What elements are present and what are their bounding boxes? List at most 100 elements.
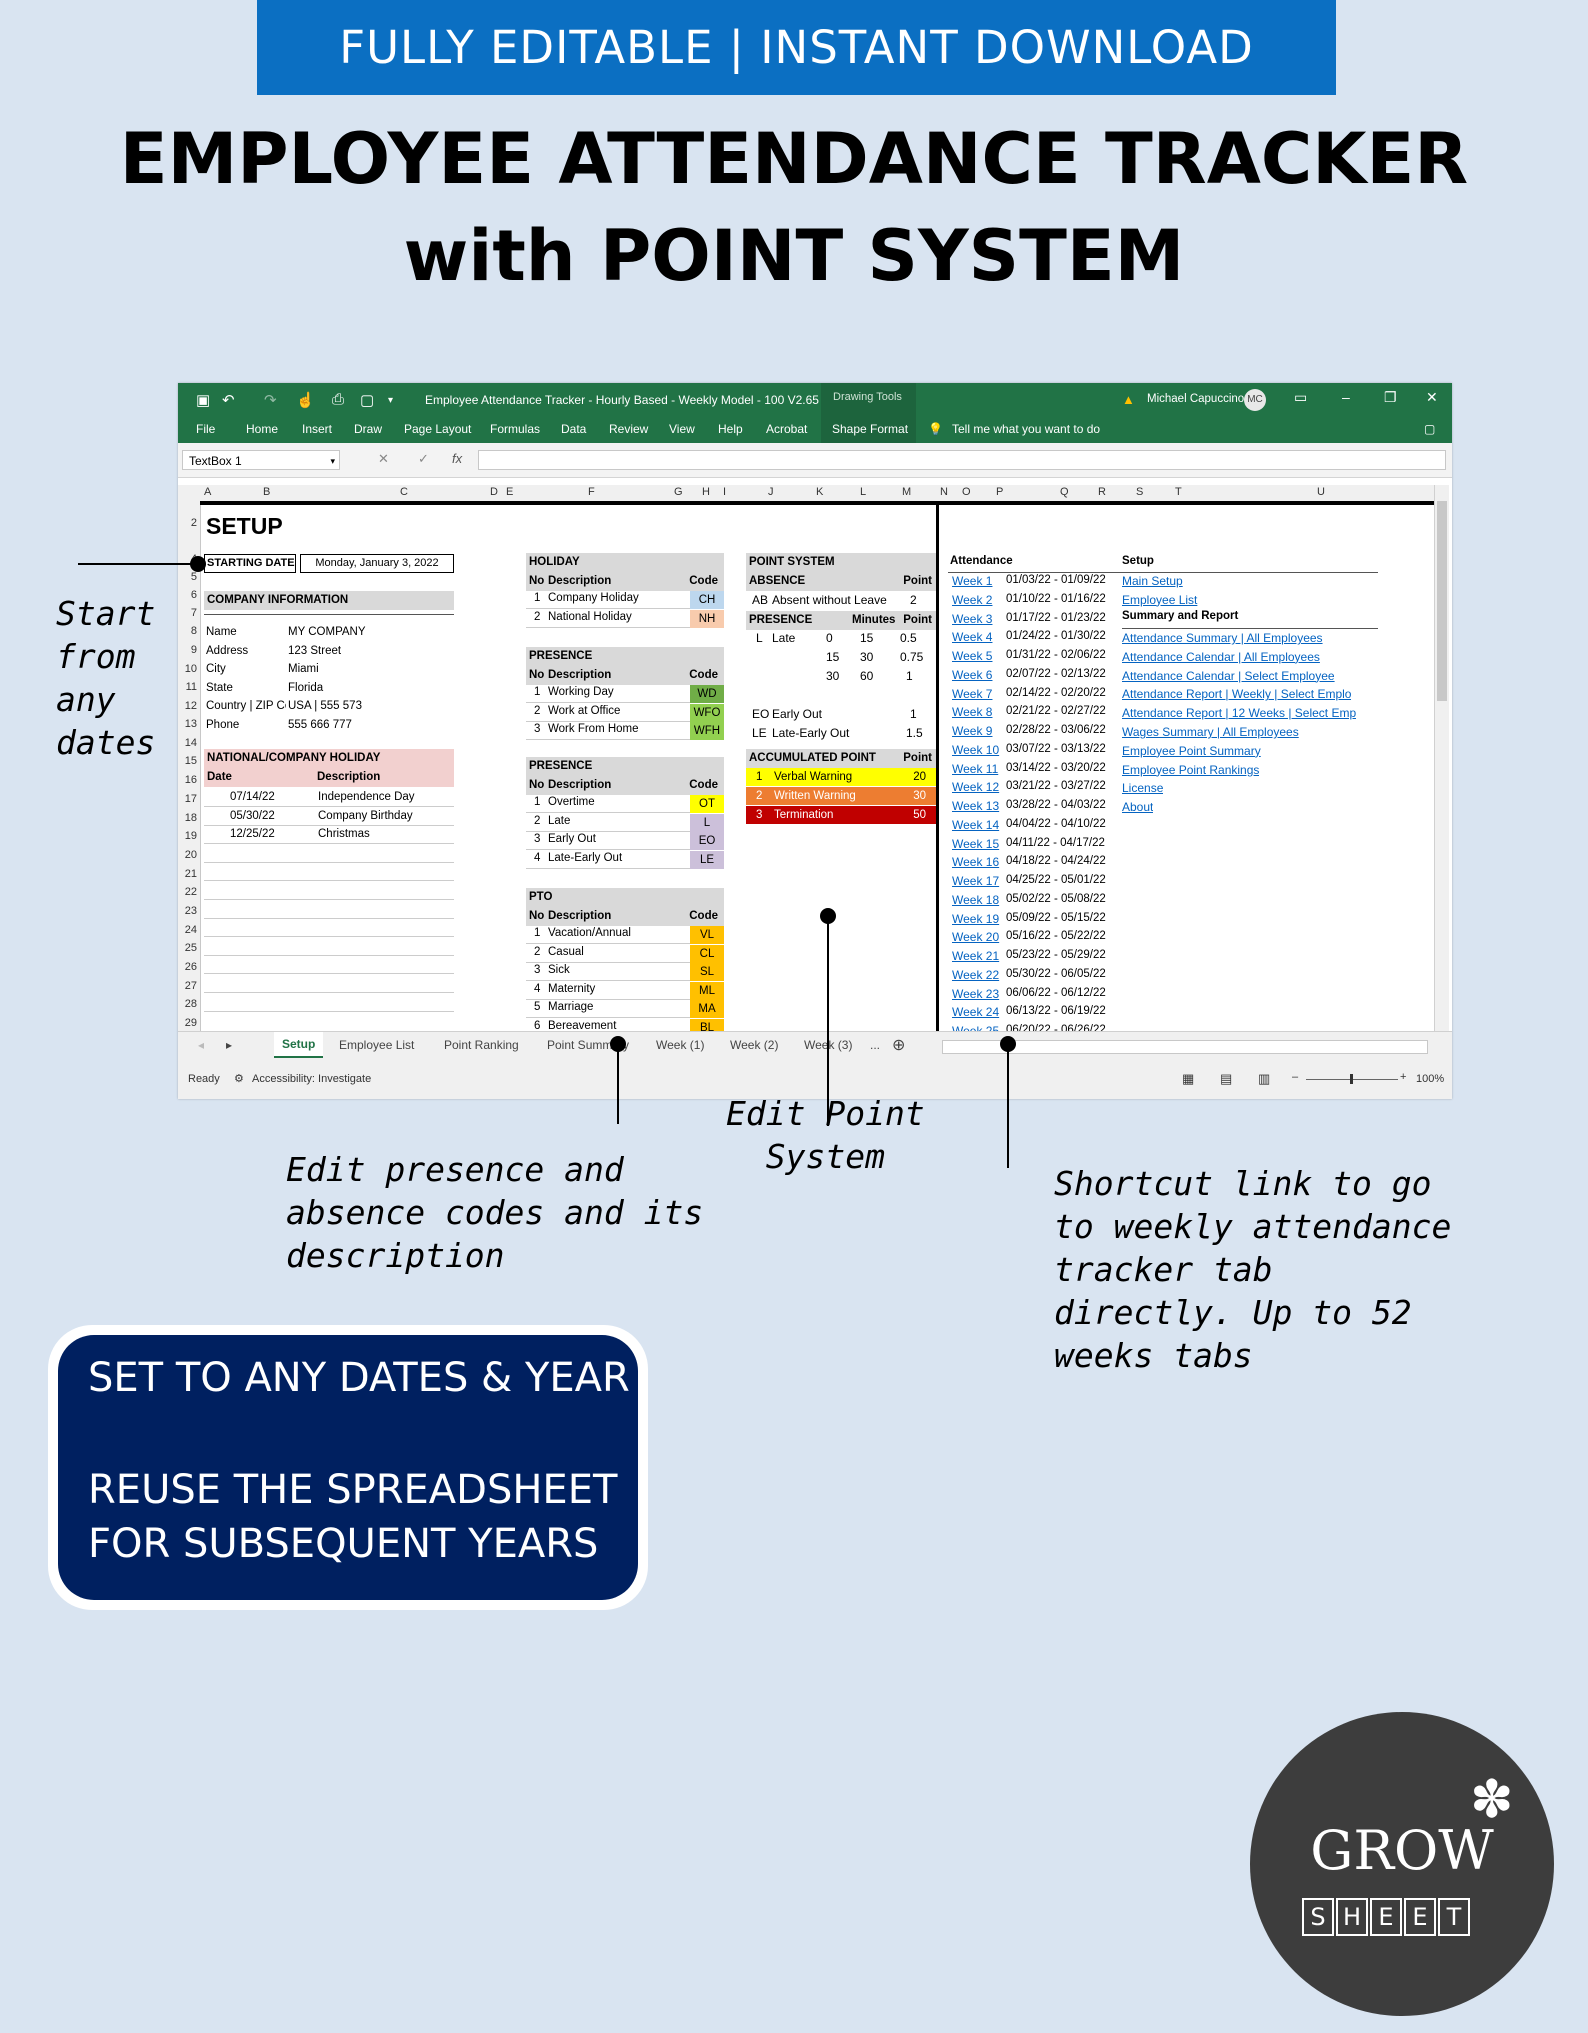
summary-link[interactable]: Attendance Calendar | Select Employee [1122, 668, 1335, 683]
zoom-slider-handle[interactable] [1350, 1074, 1353, 1084]
code-badge[interactable]: L [690, 813, 724, 832]
menu-review[interactable]: Review [609, 422, 649, 436]
national-holiday-description[interactable]: Christmas [318, 828, 370, 841]
more-tabs[interactable]: ... [870, 1038, 881, 1052]
absence-description[interactable]: Absent without Leave [772, 593, 887, 607]
code-row-description[interactable]: Work at Office [548, 704, 621, 717]
starting-date-input[interactable]: Monday, January 3, 2022 [300, 554, 454, 573]
late-minutes-to[interactable]: 60 [860, 669, 874, 683]
column-header[interactable]: F [588, 486, 595, 498]
column-header[interactable]: E [506, 486, 514, 498]
zoom-out-icon[interactable]: – [1292, 1071, 1299, 1083]
tab-employee-list[interactable]: Employee List [339, 1038, 415, 1052]
page-layout-view-icon[interactable]: ▤ [1220, 1071, 1233, 1086]
row-number[interactable]: 16 [184, 774, 197, 786]
row-number[interactable]: 17 [184, 793, 197, 805]
late-early-out-description[interactable]: Late-Early Out [772, 726, 850, 740]
company-info-value[interactable]: Florida [288, 681, 324, 694]
week-link[interactable]: Week 3 [952, 611, 993, 626]
column-header[interactable]: H [702, 486, 710, 498]
week-link[interactable]: Week 8 [952, 705, 993, 720]
code-row-description[interactable]: Overtime [548, 796, 595, 808]
code-row-description[interactable]: Working Day [548, 686, 614, 698]
week-link[interactable]: Week 13 [952, 799, 1000, 813]
column-header[interactable]: C [400, 486, 408, 498]
column-header[interactable]: D [490, 486, 498, 498]
week-link[interactable]: Week 1 [952, 574, 993, 588]
menu-help[interactable]: Help [718, 422, 743, 436]
national-holiday-date[interactable]: 05/30/22 [230, 809, 275, 822]
week-link[interactable]: Week 22 [952, 967, 1000, 982]
column-header[interactable]: K [816, 486, 824, 498]
summary-link[interactable]: Attendance Report | Weekly | Select Empl… [1122, 687, 1352, 702]
code-row-description[interactable]: Casual [548, 945, 584, 958]
week-link[interactable]: Week 7 [952, 686, 993, 701]
code-row-description[interactable]: Maternity [548, 982, 596, 995]
late-point[interactable]: 1 [906, 669, 913, 683]
row-number[interactable]: 23 [184, 905, 197, 917]
code-row-description[interactable]: Late [548, 814, 571, 827]
week-link[interactable]: Week 16 [952, 855, 1000, 870]
week-link[interactable]: Week 11 [952, 761, 999, 776]
row-number[interactable]: 15 [184, 755, 197, 767]
column-header[interactable]: R [1098, 486, 1106, 498]
horizontal-scrollbar[interactable] [942, 1040, 1428, 1054]
comments-icon[interactable]: ▢ [1424, 422, 1436, 436]
tab-setup[interactable]: Setup [274, 1032, 324, 1058]
company-info-value[interactable]: USA | 555 573 [288, 700, 362, 713]
company-info-value[interactable]: 123 Street [288, 644, 342, 657]
undo-icon[interactable]: ↶ [222, 392, 235, 409]
row-number[interactable]: 9 [190, 644, 197, 656]
week-link[interactable]: Week 14 [952, 817, 1000, 832]
row-number[interactable]: 7 [190, 607, 197, 619]
national-holiday-date[interactable]: 07/14/22 [230, 791, 275, 803]
code-row-description[interactable]: Work From Home [548, 723, 639, 736]
ribbon-display-icon[interactable]: ▭ [1294, 389, 1308, 405]
summary-link[interactable]: Wages Summary | All Employees [1122, 725, 1299, 739]
vertical-scrollbar[interactable] [1434, 485, 1449, 1031]
late-point[interactable]: 0.5 [900, 631, 917, 645]
code-badge[interactable]: MA [690, 1000, 724, 1019]
column-header[interactable]: O [962, 486, 971, 498]
row-number[interactable]: 29 [184, 1017, 197, 1029]
column-header[interactable]: T [1175, 486, 1182, 498]
column-header[interactable]: M [902, 486, 912, 498]
company-info-value[interactable]: MY COMPANY [288, 626, 366, 638]
zoom-level[interactable]: 100% [1416, 1073, 1445, 1085]
week-link[interactable]: Week 10 [952, 742, 1000, 757]
code-badge[interactable]: CH [690, 591, 724, 609]
new-file-icon[interactable]: ▢ [360, 392, 375, 409]
next-sheet-icon[interactable]: ▸ [226, 1038, 233, 1052]
code-row-description[interactable]: Early Out [548, 833, 596, 846]
row-number[interactable]: 12 [184, 700, 197, 712]
code-row-description[interactable]: Vacation/Annual [548, 927, 631, 939]
late-minutes-from[interactable]: 15 [826, 650, 840, 664]
row-number[interactable]: 22 [184, 886, 197, 898]
row-number[interactable]: 13 [184, 718, 197, 730]
week-link[interactable]: Week 9 [952, 724, 993, 738]
prev-sheet-icon[interactable]: ◂ [198, 1038, 205, 1052]
code-badge[interactable]: ML [690, 981, 724, 1000]
code-badge[interactable]: WFO [690, 703, 724, 722]
formula-input[interactable] [478, 450, 1446, 470]
menu-file[interactable]: File [196, 422, 216, 436]
tab-week-2[interactable]: Week (2) [730, 1038, 779, 1052]
late-minutes-to[interactable]: 30 [860, 650, 874, 664]
menu-formulas[interactable]: Formulas [490, 422, 541, 436]
late-minutes-from[interactable]: 0 [826, 631, 833, 645]
week-link[interactable]: Week 15 [952, 836, 1000, 851]
column-header[interactable]: S [1136, 486, 1144, 498]
code-row-description[interactable]: Sick [548, 964, 570, 977]
code-badge[interactable]: WFH [690, 722, 724, 741]
page-break-view-icon[interactable]: ▥ [1258, 1071, 1271, 1086]
column-header[interactable]: U [1317, 486, 1325, 498]
tab-week-1[interactable]: Week (1) [656, 1038, 705, 1052]
row-number[interactable]: 21 [184, 868, 197, 880]
column-header[interactable]: L [860, 486, 867, 498]
scroll-thumb[interactable] [1437, 501, 1447, 701]
row-number[interactable]: 10 [184, 663, 197, 675]
summary-link[interactable]: Employee Point Summary [1122, 743, 1261, 758]
menu-data[interactable]: Data [561, 422, 587, 436]
week-link[interactable]: Week 17 [952, 874, 1000, 888]
